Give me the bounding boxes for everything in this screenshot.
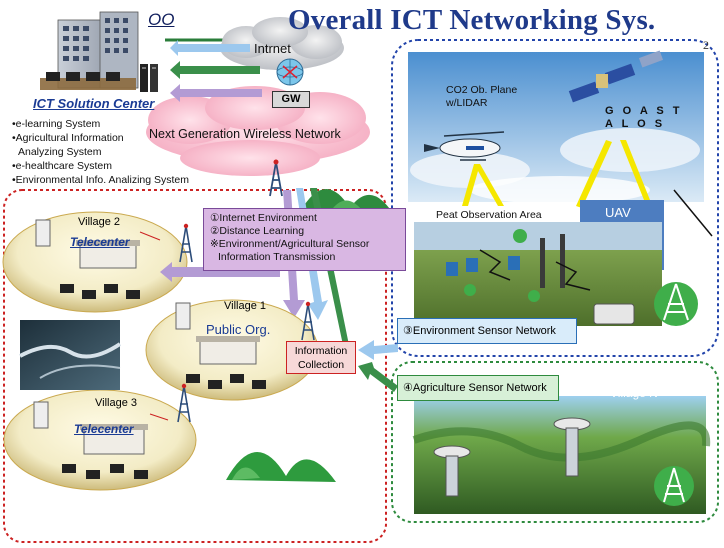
satellite-line: A L O S bbox=[605, 118, 666, 130]
river-photo bbox=[19, 320, 122, 390]
data-logger-icon bbox=[593, 303, 635, 325]
system-item: •Environmental Info. Analizing System bbox=[12, 174, 190, 186]
info-collection-line: Information bbox=[294, 345, 348, 357]
village1-label: Village 1 bbox=[224, 300, 266, 312]
rural-region-outline bbox=[3, 189, 387, 543]
system-item: Analyzing System bbox=[18, 146, 102, 158]
village3-oval bbox=[3, 389, 197, 491]
uav-label: UAV bbox=[605, 205, 631, 220]
institution-label: OO bbox=[148, 10, 175, 29]
tower-icon bbox=[177, 383, 191, 423]
service-item: ※Environment/Agricultural Sensor bbox=[210, 238, 370, 250]
satellite-line: G O A S T bbox=[605, 105, 683, 117]
service-item: ①Internet Environment bbox=[210, 212, 317, 224]
village3-label: Village 3 bbox=[95, 397, 137, 409]
co2-line: CO2 Ob. Plane bbox=[446, 84, 518, 96]
environment-region-outline bbox=[391, 39, 719, 357]
service-item: Information Transmission bbox=[218, 251, 336, 263]
village1-oval bbox=[145, 299, 319, 401]
services-box: ①Internet Environment ②Distance Learning… bbox=[203, 208, 406, 271]
cloud-icon bbox=[220, 17, 344, 70]
co2-line: w/LIDAR bbox=[446, 97, 488, 109]
info-collection-line: Collection bbox=[297, 359, 345, 371]
tower-icon bbox=[269, 159, 283, 197]
village2-label: Village 2 bbox=[78, 216, 120, 228]
ict-solution-center-title: ICT Solution Center bbox=[33, 96, 155, 111]
sensor-icon bbox=[433, 417, 591, 497]
computer-tower-icon bbox=[140, 64, 158, 92]
globe-icon bbox=[276, 58, 304, 86]
peat-area-label: Peat Observation Area bbox=[436, 209, 542, 221]
co2-plane-label: CO2 Ob. Plane w/LIDAR bbox=[446, 84, 517, 110]
agriculture-sensor-network-label: ④Agriculture Sensor Network bbox=[397, 375, 559, 401]
satellite-icon bbox=[568, 50, 664, 103]
tower-icon bbox=[654, 466, 694, 506]
page-title: Overall ICT Networking Sys. bbox=[288, 4, 656, 36]
system-item: •e-learning System bbox=[12, 118, 101, 130]
satellite-label: G O A S T A L O S bbox=[605, 105, 683, 131]
village3-facility: Telecenter bbox=[74, 422, 134, 436]
sensor-icon bbox=[446, 229, 540, 302]
village2-oval bbox=[2, 211, 188, 313]
system-item: •Agricultural Information bbox=[12, 132, 124, 144]
ict-system-list: •e-learning System •Agricultural Informa… bbox=[12, 117, 189, 187]
page-number: 2 bbox=[703, 38, 709, 52]
mountain-icon bbox=[226, 451, 336, 482]
helicopter-icon bbox=[424, 131, 505, 161]
tower-icon bbox=[179, 223, 193, 263]
wireless-network-label: Next Generation Wireless Network bbox=[149, 127, 341, 141]
gateway-label: GW bbox=[272, 91, 310, 108]
internet-label: Intrnet bbox=[254, 41, 291, 56]
tower-icon bbox=[301, 301, 315, 341]
village1-facility: Public Org. bbox=[206, 322, 271, 337]
tower-icon bbox=[654, 189, 713, 326]
system-item: •e-healthcare System bbox=[12, 160, 112, 172]
village-n-label: Village N bbox=[610, 386, 658, 400]
environment-sensor-network-label: ③Environment Sensor Network bbox=[397, 318, 577, 344]
laptop-icon bbox=[40, 72, 136, 90]
service-item: ②Distance Learning bbox=[210, 225, 305, 237]
information-collection-box: Information Collection bbox=[286, 341, 356, 374]
village2-facility: Telecenter bbox=[70, 235, 130, 249]
